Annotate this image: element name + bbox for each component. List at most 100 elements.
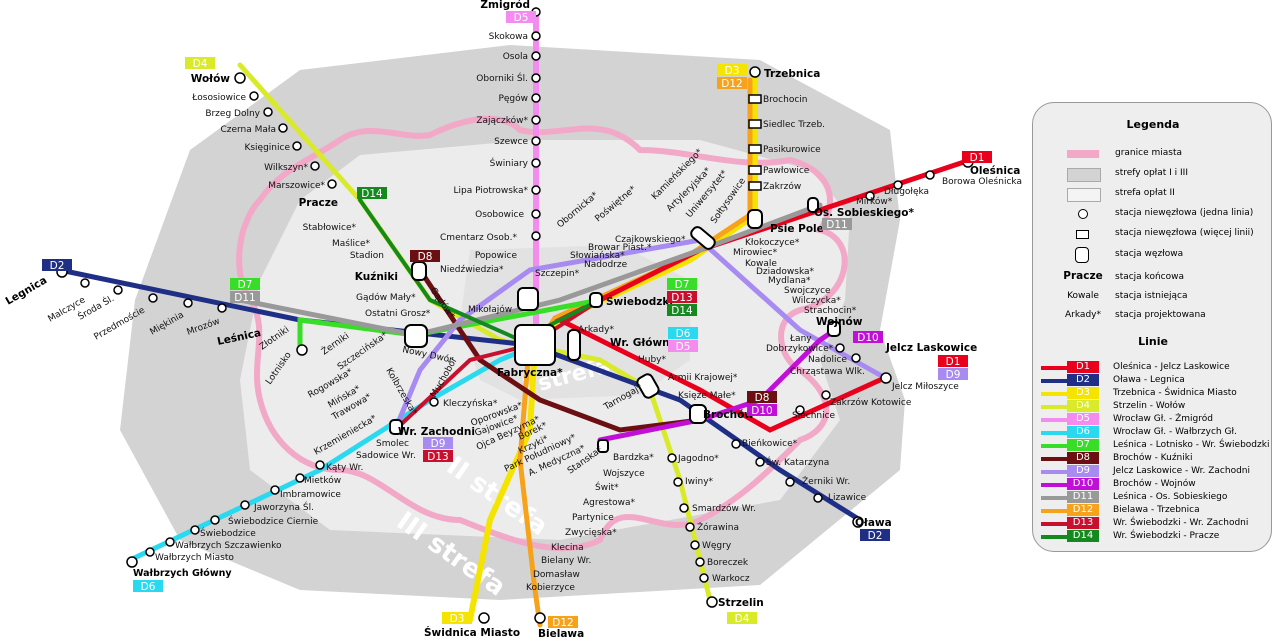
stop-szczawienko[interactable] <box>165 537 175 547</box>
stop-strzelin[interactable] <box>706 596 718 608</box>
badge-wr_zachodni-d13 <box>423 450 453 462</box>
stop-lotnisko[interactable] <box>296 344 308 356</box>
stop-zerniki-wr[interactable] <box>785 477 795 487</box>
stop-mrozow[interactable] <box>217 303 227 313</box>
stop-osola[interactable] <box>531 51 541 61</box>
stop-swidnica[interactable] <box>478 612 490 624</box>
legend-item-zone-2: strefa opłat II <box>1033 185 1273 203</box>
stop-przedmoscie[interactable] <box>148 293 158 303</box>
label-imbramowice: Imbramowice <box>280 490 341 500</box>
stop-zajaczkow[interactable] <box>531 115 541 125</box>
stop-ksieginice[interactable] <box>292 141 302 151</box>
stop-wilkszyn[interactable] <box>310 161 320 171</box>
station-multi-icon <box>1061 227 1105 241</box>
stop-wegry[interactable] <box>690 540 700 550</box>
stop-ciernie[interactable] <box>210 515 220 525</box>
line-description: Wrocław Gł. - Wałbrzych Gł. <box>1113 427 1237 437</box>
stop-brzeg-dolny[interactable] <box>263 107 273 117</box>
stop-olawa[interactable] <box>852 516 864 528</box>
stop-skokowa[interactable] <box>531 31 541 41</box>
stop-borowa[interactable] <box>925 170 935 180</box>
node-swiebodzki[interactable] <box>589 292 603 308</box>
stop-jagodno[interactable] <box>667 453 677 463</box>
badge-label: D3 <box>725 65 740 77</box>
node-brochow[interactable] <box>689 404 707 424</box>
stop-jelcz[interactable] <box>880 372 892 384</box>
stop-iwiny[interactable] <box>673 477 683 487</box>
node-wr-glowny[interactable] <box>567 329 581 361</box>
stop-boreczek[interactable] <box>695 557 705 567</box>
label-lososiowice: Łososiowice <box>191 93 246 103</box>
stop-warkocz[interactable] <box>699 573 709 583</box>
stop-nadolice[interactable] <box>835 343 845 353</box>
label-olesnica: Oleśnica <box>970 165 1020 177</box>
label-kowale: Kowale <box>745 259 777 269</box>
line-color-swatch <box>1041 496 1071 500</box>
node-psie-pole[interactable] <box>747 209 763 229</box>
stop-swiebodzice[interactable] <box>190 525 200 535</box>
stop-sw-katarzyna[interactable] <box>755 457 765 467</box>
stop-swiniary[interactable] <box>531 158 541 168</box>
stop-jaworzyna[interactable] <box>240 500 250 510</box>
stop-czerna[interactable] <box>278 123 288 133</box>
stop-trzebnica[interactable] <box>749 66 761 78</box>
stop-bienkowice[interactable] <box>731 439 741 449</box>
stop-pawlowice[interactable] <box>748 165 762 175</box>
label-mydlana: Mydlana* <box>768 276 811 286</box>
node-nowy-dwor[interactable] <box>404 324 428 348</box>
line-d8 <box>417 267 703 433</box>
label-mirkow: Mirków* <box>856 196 893 207</box>
badge-trzebnica-d12 <box>717 77 747 89</box>
node-fabryczna[interactable] <box>514 324 556 366</box>
stop-mietkow[interactable] <box>295 473 305 483</box>
legend-label: strefy opłat I i III <box>1115 168 1188 178</box>
stop-siechnice[interactable] <box>795 405 805 415</box>
stop-cmentarz[interactable] <box>531 231 541 241</box>
node-bardzka[interactable] <box>597 439 609 453</box>
stop-marszowice[interactable] <box>327 179 337 189</box>
stop-oborniki[interactable] <box>531 73 541 83</box>
stop-lososiowice[interactable] <box>249 91 259 101</box>
stop-zakrzow[interactable] <box>748 181 762 191</box>
node-nadodrze[interactable] <box>517 287 539 311</box>
stop-wolow[interactable] <box>234 72 246 84</box>
stop-dlugoleka[interactable] <box>893 180 903 190</box>
stop-lizawice[interactable] <box>813 493 823 503</box>
stop-malczyce[interactable] <box>80 278 90 288</box>
stop-walbrzych-miasto[interactable] <box>145 547 155 557</box>
stop-siedlec[interactable] <box>748 119 762 129</box>
stop-zorawina[interactable] <box>685 522 695 532</box>
stop-sroda[interactable] <box>113 285 123 295</box>
node-sobieskiego[interactable] <box>807 197 819 213</box>
stop-miekinia[interactable] <box>183 298 193 308</box>
stop-pasikurowice[interactable] <box>748 144 762 154</box>
line-d13 <box>393 298 602 432</box>
stop-pegow[interactable] <box>531 93 541 103</box>
stop-bielawa[interactable] <box>534 612 546 624</box>
badge-label: D2 <box>50 260 65 272</box>
stop-lipa[interactable] <box>531 185 541 195</box>
badge-label: D11 <box>234 292 255 304</box>
stop-mirkow[interactable] <box>865 191 875 201</box>
stop-walbrzych[interactable] <box>126 556 138 568</box>
stop-imbramowice[interactable] <box>270 485 280 495</box>
node-wr-zachodni[interactable] <box>389 419 403 435</box>
label-zajaczkow: Zajączków* <box>476 115 528 126</box>
stop-brochocin[interactable] <box>748 94 762 104</box>
badge-swiebodzki-d13 <box>667 291 697 303</box>
node-armii-krajowej[interactable] <box>636 372 661 399</box>
stop-osobowice[interactable] <box>531 209 541 219</box>
node-kuzniki[interactable] <box>411 261 427 281</box>
node-solt[interactable] <box>689 225 717 251</box>
badge-swiebodzki-d7 <box>667 278 697 290</box>
stop-kleczynska[interactable] <box>429 397 439 407</box>
node-wojnow[interactable] <box>827 321 841 337</box>
label-lizawice: Lizawice <box>828 493 867 503</box>
stop-szewce[interactable] <box>531 136 541 146</box>
stop-katy[interactable] <box>315 460 325 470</box>
stop-zakrzow-kotowice[interactable] <box>821 390 831 400</box>
line-description: Brochów - Wojnów <box>1113 479 1196 489</box>
stop-chrzastawa[interactable] <box>851 353 861 363</box>
stop-smardzow[interactable] <box>679 503 689 513</box>
